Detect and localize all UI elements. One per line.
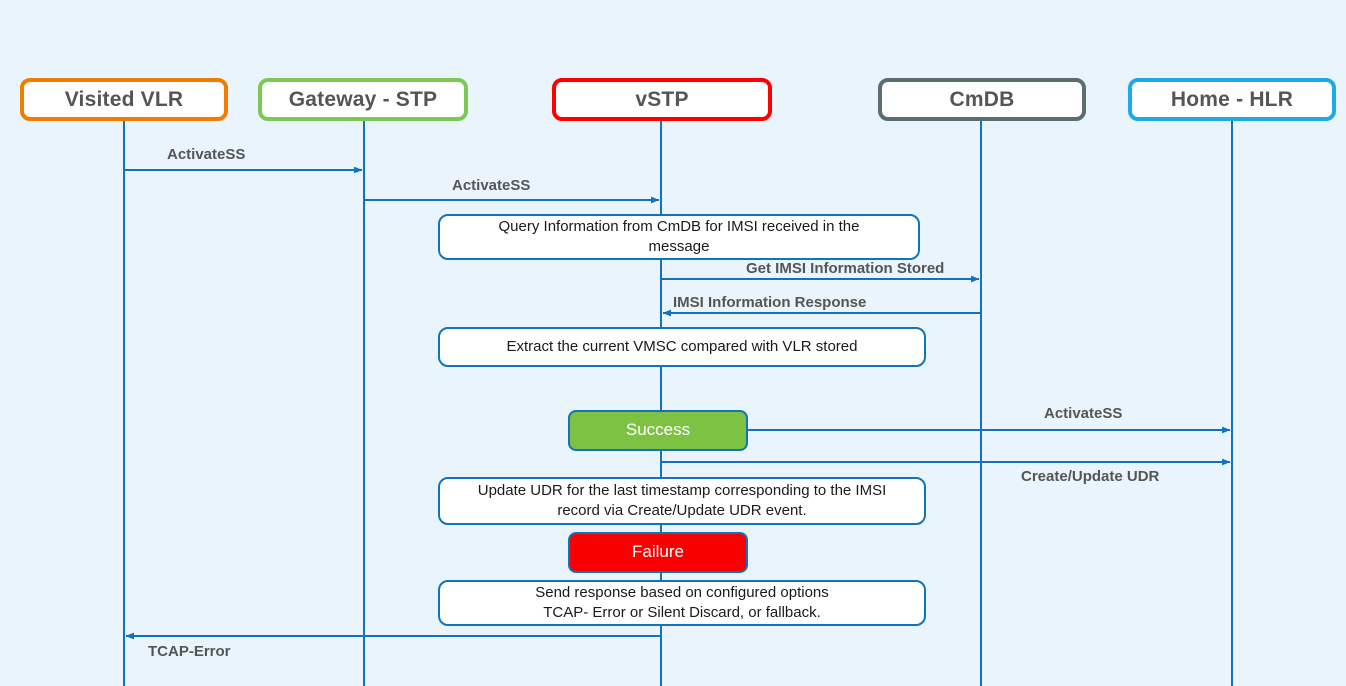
actor-header-vstp[interactable]: vSTP [552, 78, 772, 121]
note-text-line: Query Information from CmDB for IMSI rec… [498, 217, 860, 235]
note-text-line: TCAP- Error or Silent Discard, or fallba… [543, 604, 821, 621]
note-text: Failure [632, 541, 684, 564]
actor-label: CmDB [949, 87, 1015, 111]
note-text-line: message [648, 238, 710, 255]
note-box-send-response: Send response based on configured option… [438, 580, 926, 626]
note-text-line: Update UDR for the last timestamp corres… [477, 481, 887, 499]
note-box-update-udr: Update UDR for the last timestamp corres… [438, 477, 926, 525]
note-text-line: record via Create/Update UDR event. [557, 502, 807, 519]
note-box-success: Success [568, 410, 748, 451]
note-box-query: Query Information from CmDB for IMSI rec… [438, 214, 920, 260]
message-label-m3: Get IMSI Information Stored [746, 260, 945, 277]
actor-label: vSTP [635, 87, 689, 111]
note-text: Extract the current VMSC compared with V… [507, 337, 858, 357]
note-text-line: Failure [632, 542, 684, 562]
note-box-extract: Extract the current VMSC compared with V… [438, 327, 926, 367]
actor-header-cmdb[interactable]: CmDB [878, 78, 1086, 121]
message-label-m6: Create/Update UDR [1021, 468, 1160, 485]
note-text-line: Send response based on configured option… [535, 583, 829, 601]
note-box-failure: Failure [568, 532, 748, 573]
note-text: Send response based on configured option… [535, 583, 829, 624]
note-text: Success [626, 419, 690, 442]
note-text-line: Extract the current VMSC compared with V… [506, 337, 858, 355]
note-text: Query Information from CmDB for IMSI rec… [499, 217, 860, 258]
note-text: Update UDR for the last timestamp corres… [478, 481, 887, 522]
message-arrows-group [124, 166, 1231, 640]
message-label-m4: IMSI Information Response [673, 294, 867, 311]
actor-header-gateway-stp[interactable]: Gateway - STP [258, 78, 468, 121]
message-label-m1: ActivateSS [167, 146, 246, 163]
message-label-m7: TCAP-Error [148, 643, 231, 660]
actor-header-visited-vlr[interactable]: Visited VLR [20, 78, 228, 121]
message-label-m5: ActivateSS [1044, 405, 1123, 422]
message-label-m2: ActivateSS [452, 177, 531, 194]
actor-label: Visited VLR [64, 87, 184, 111]
actor-label: Home - HLR [1170, 87, 1294, 111]
note-text-line: Success [625, 420, 691, 440]
actor-label: Gateway - STP [288, 87, 438, 111]
actor-header-home-hlr[interactable]: Home - HLR [1128, 78, 1336, 121]
